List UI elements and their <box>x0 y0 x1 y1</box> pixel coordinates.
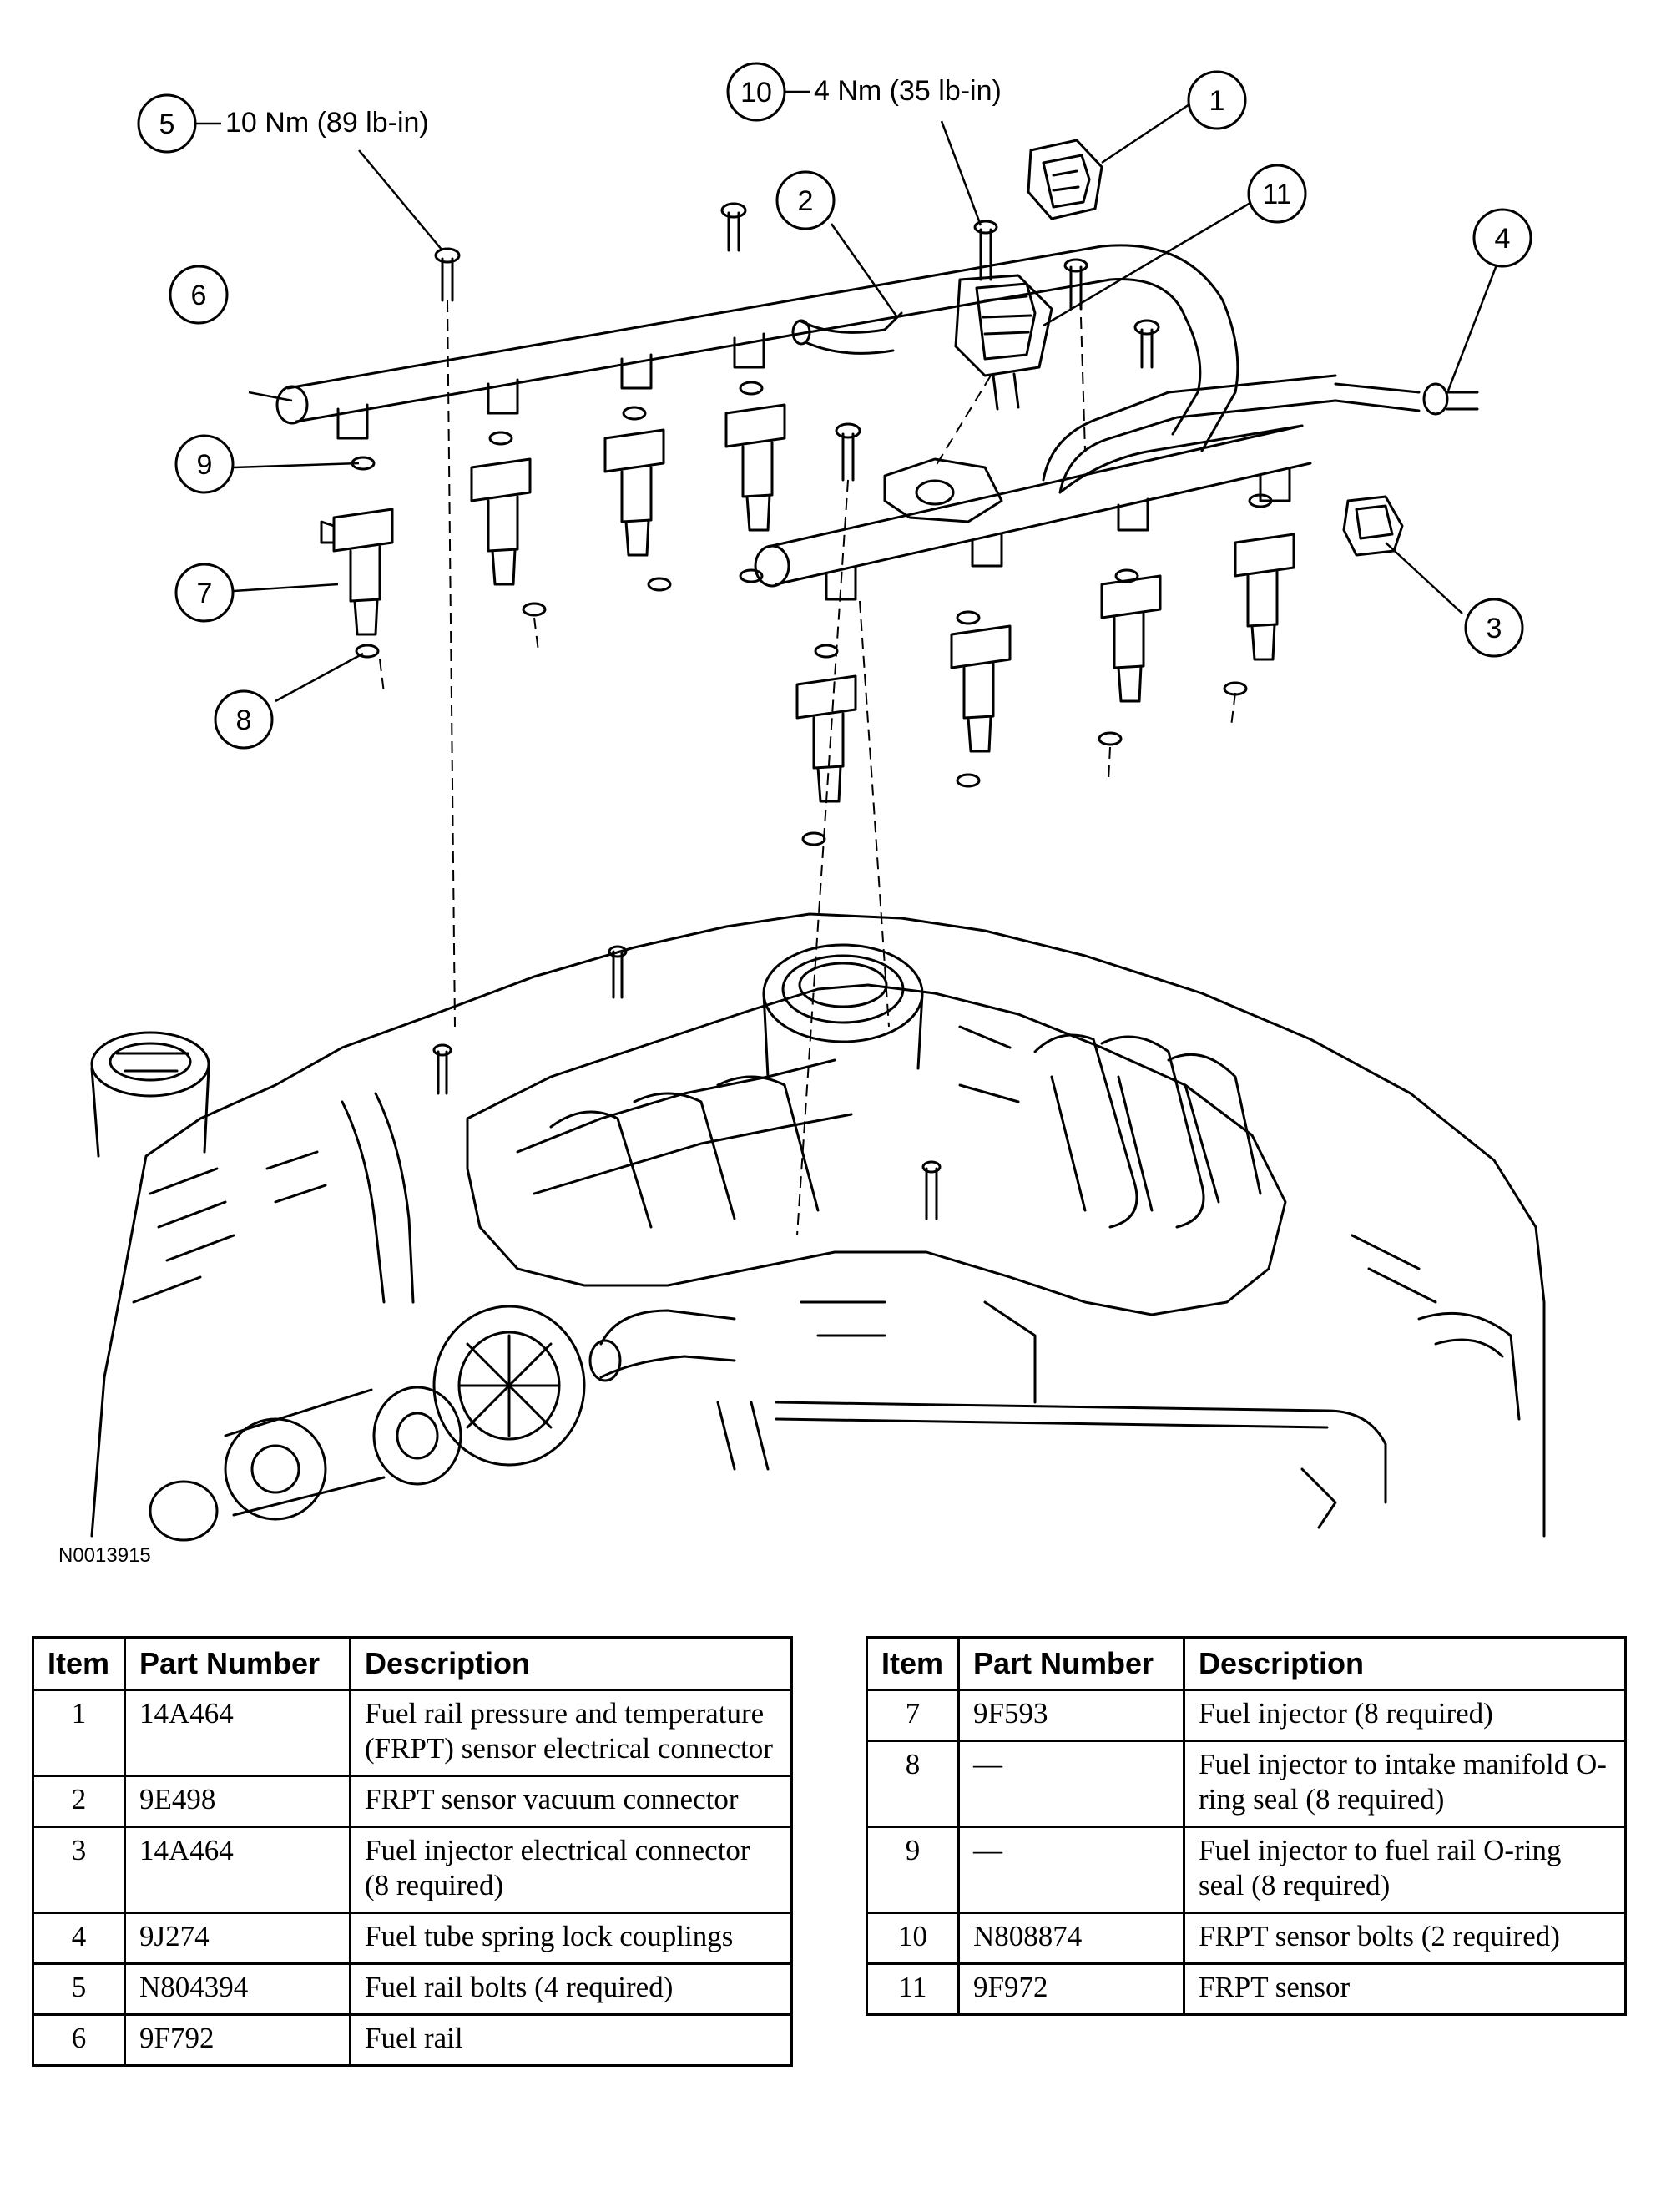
cell-part-number: N808874 <box>957 1912 1185 1965</box>
fuel-rail-rear <box>275 244 1239 452</box>
table-header-row: Item Part Number Description <box>866 1636 1627 1691</box>
cell-item: 5 <box>32 1962 126 2016</box>
figure-id: N0013915 <box>58 1544 151 1567</box>
fuel-rail-exploded-diagram <box>90 90 1546 1542</box>
frpt-bolts <box>973 220 1088 311</box>
cell-item: 2 <box>32 1775 126 1828</box>
fuel-rail-front <box>754 424 1312 588</box>
fuel-rail-bolts <box>434 202 1160 482</box>
parts-table-right: Item Part Number Description 7 9F593 Fue… <box>866 1636 1627 2016</box>
header-part-number: Part Number <box>124 1636 351 1691</box>
rail-injector-cups <box>336 332 1291 601</box>
cell-item: 3 <box>32 1826 126 1914</box>
table-row: 11 9F972 FRPT sensor <box>866 1962 1627 2016</box>
header-description: Description <box>349 1636 793 1691</box>
cell-item: 8 <box>866 1740 960 1828</box>
table-row: 1 14A464 Fuel rail pressure and temperat… <box>32 1689 793 1777</box>
cell-part-number: — <box>957 1740 1185 1828</box>
table-row: 3 14A464 Fuel injector electrical connec… <box>32 1826 793 1914</box>
cell-part-number: 9F593 <box>957 1689 1185 1742</box>
header-item: Item <box>866 1636 960 1691</box>
table-row: 6 9F792 Fuel rail <box>32 2013 793 2067</box>
cell-description: FRPT sensor bolts (2 required) <box>1183 1912 1627 1965</box>
cell-description: Fuel injector electrical connector (8 re… <box>349 1826 793 1914</box>
table-row: 10 N808874 FRPT sensor bolts (2 required… <box>866 1912 1627 1965</box>
cell-item: 7 <box>866 1689 960 1742</box>
cell-part-number: N804394 <box>124 1962 351 2016</box>
cell-description: Fuel tube spring lock couplings <box>349 1912 793 1965</box>
cell-description: Fuel rail bolts (4 required) <box>349 1962 793 2016</box>
engine-assembly <box>90 912 1546 1542</box>
table-row: 2 9E498 FRPT sensor vacuum connector <box>32 1775 793 1828</box>
frpt-sensor <box>883 274 1053 523</box>
frpt-vacuum-connector <box>791 311 903 355</box>
table-row: 5 N804394 Fuel rail bolts (4 required) <box>32 1962 793 2016</box>
cell-item: 1 <box>32 1689 126 1777</box>
spring-lock-coupling <box>1334 382 1479 416</box>
cell-description: Fuel injector (8 required) <box>1183 1689 1627 1742</box>
cell-description: FRPT sensor <box>1183 1962 1627 2016</box>
header-item: Item <box>32 1636 126 1691</box>
injector-electrical-connector <box>1342 495 1404 557</box>
cell-item: 10 <box>866 1912 960 1965</box>
cell-item: 9 <box>866 1826 960 1914</box>
table-row: 8 — Fuel injector to intake manifold O-r… <box>866 1740 1627 1828</box>
header-part-number: Part Number <box>957 1636 1185 1691</box>
table-header-row: Item Part Number Description <box>32 1636 793 1691</box>
table-row: 9 — Fuel injector to fuel rail O-ring se… <box>866 1826 1627 1914</box>
cell-part-number: 9E498 <box>124 1775 351 1828</box>
frpt-connector <box>1027 139 1103 220</box>
cell-part-number: 9F792 <box>124 2013 351 2067</box>
cell-description: Fuel injector to fuel rail O-ring seal (… <box>1183 1826 1627 1914</box>
table-row: 7 9F593 Fuel injector (8 required) <box>866 1689 1627 1742</box>
cell-item: 11 <box>866 1962 960 2016</box>
cell-description: FRPT sensor vacuum connector <box>349 1775 793 1828</box>
cell-description: Fuel rail <box>349 2013 793 2067</box>
cell-part-number: 9F972 <box>957 1962 1185 2016</box>
cell-part-number: 14A464 <box>124 1689 351 1777</box>
cell-part-number: 9J274 <box>124 1912 351 1965</box>
cell-item: 6 <box>32 2013 126 2067</box>
cell-item: 4 <box>32 1912 126 1965</box>
cell-part-number: 14A464 <box>124 1826 351 1914</box>
cell-description: Fuel injector to intake manifold O-ring … <box>1183 1740 1627 1828</box>
cell-part-number: — <box>957 1826 1185 1914</box>
parts-table-left: Item Part Number Description 1 14A464 Fu… <box>32 1636 793 2067</box>
header-description: Description <box>1183 1636 1627 1691</box>
table-row: 4 9J274 Fuel tube spring lock couplings <box>32 1912 793 1965</box>
cell-description: Fuel rail pressure and temperature (FRPT… <box>349 1689 793 1777</box>
